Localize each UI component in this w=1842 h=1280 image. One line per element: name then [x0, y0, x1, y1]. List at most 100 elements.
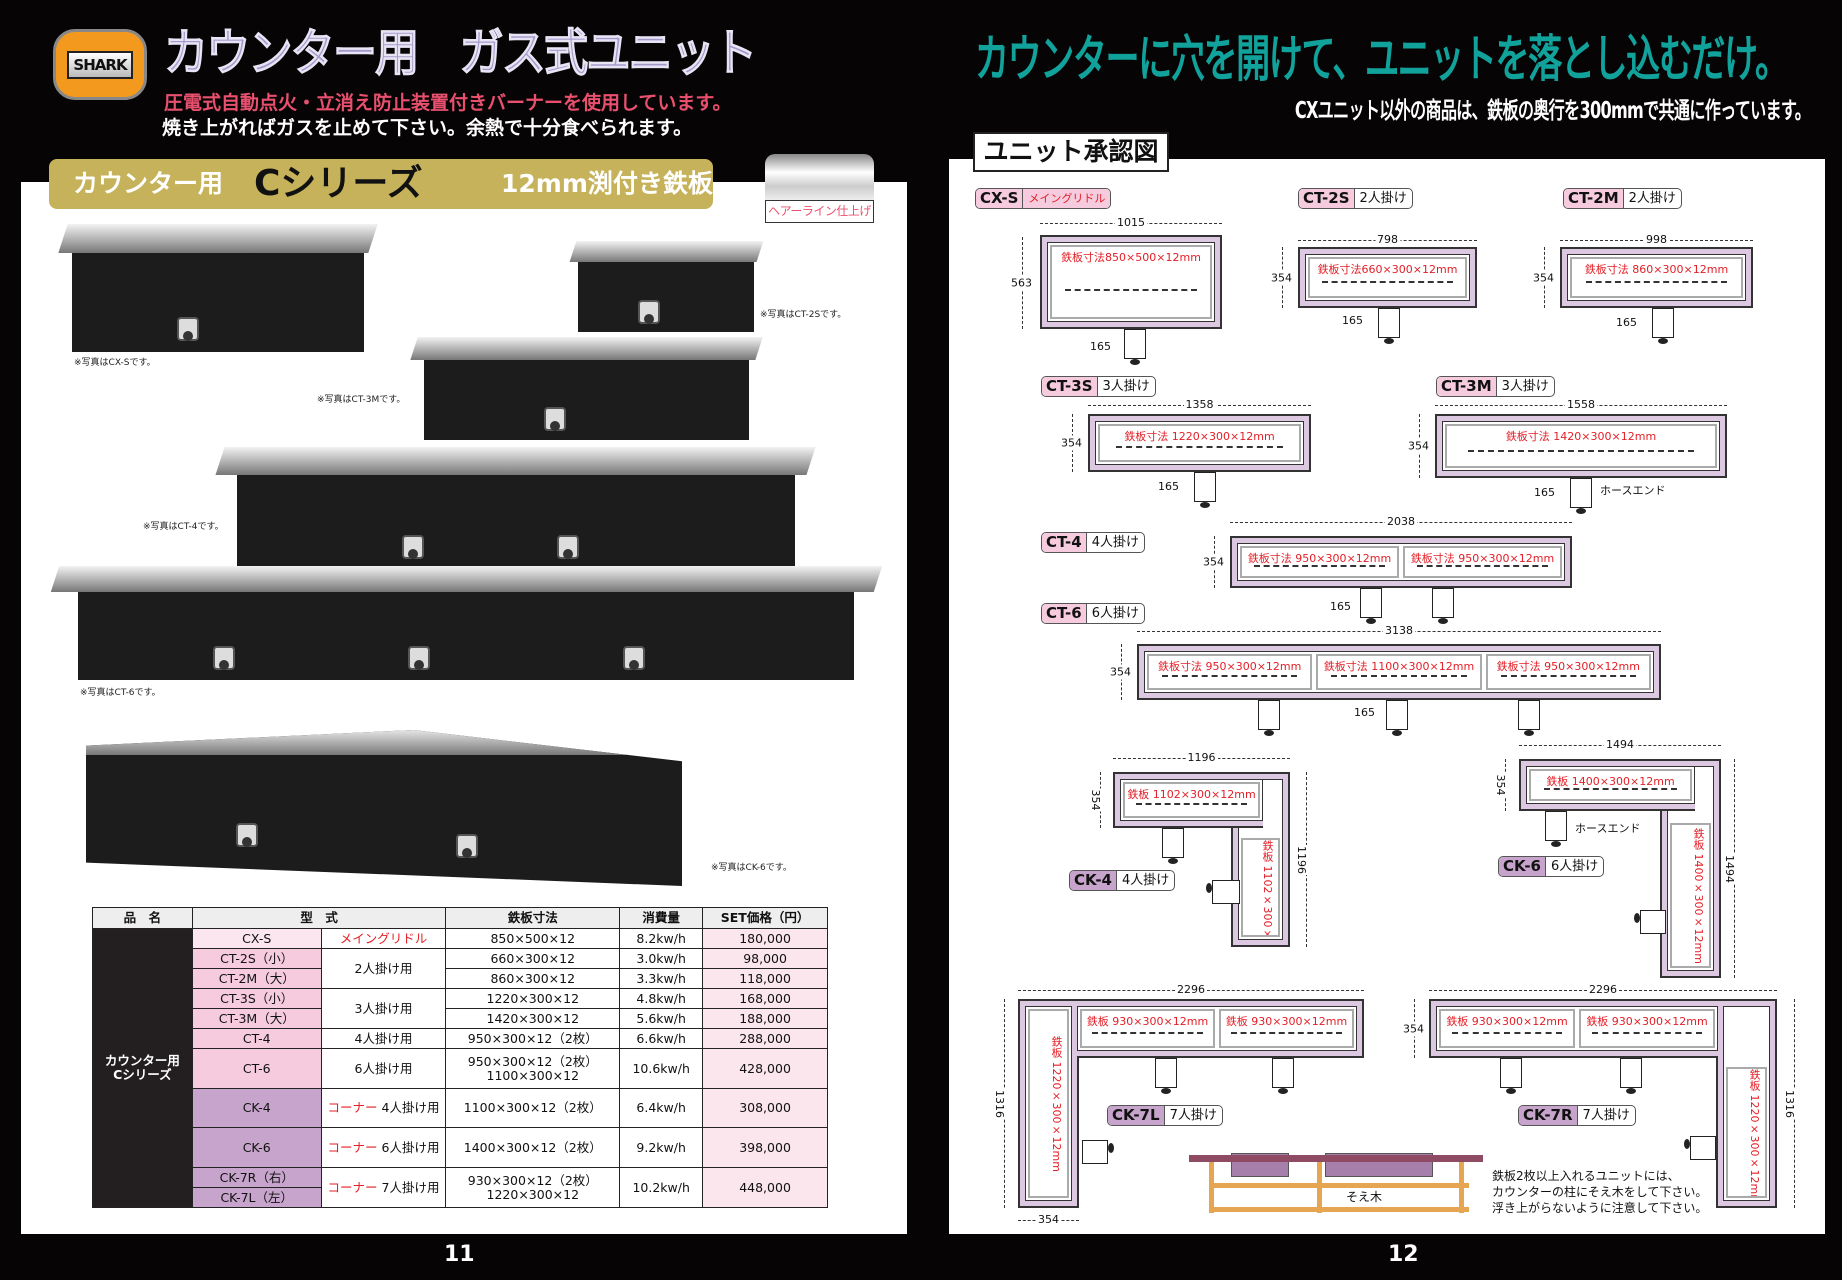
- gas: 3.0kw/h: [619, 948, 704, 969]
- unit-diagram-ck-6-horizontal: 鉄板 1400×300×12mm: [1519, 759, 1695, 811]
- tag-seats: 3人掛け: [1501, 379, 1549, 394]
- model: CK-6: [191, 1127, 322, 1168]
- header-model: 型 式: [191, 907, 447, 929]
- plate-label: 鉄板寸法 1420×300×12mm: [1445, 424, 1717, 468]
- plate: 930×300×12（2枚）: [467, 1172, 598, 1188]
- width-dimension: 2296: [1429, 983, 1777, 996]
- photo-ct-6: [50, 566, 882, 680]
- width-dimension: 1196: [1113, 751, 1290, 764]
- finish-swatch-image: [765, 154, 874, 200]
- use: 6人掛け用: [320, 1048, 447, 1089]
- price: 168,000: [702, 988, 828, 1009]
- plate-label: 鉄板 1220×300×12mm: [1028, 1009, 1069, 1198]
- length-dimension: 1494: [1723, 759, 1736, 978]
- plate-label: 鉄板寸法660×300×12mm: [1308, 257, 1467, 298]
- burner-icon: [1634, 910, 1666, 934]
- spec-table: 品 名 型 式 鉄板寸法 消費量 SET価格（円） カウンター用 Cシリーズ C…: [92, 907, 828, 1208]
- header-price: SET価格（円）: [702, 907, 828, 929]
- plate: 950×300×12（2枚）: [467, 1053, 598, 1069]
- photo-caption: ※写真はCT-6です。: [80, 688, 161, 698]
- depth-dimension: 563: [1011, 237, 1032, 329]
- price: 398,000: [702, 1127, 828, 1168]
- depth-dimension: 354: [1089, 772, 1102, 828]
- gas: 10.6kw/h: [619, 1048, 704, 1089]
- table-row: CK-7L（左）: [93, 1187, 828, 1208]
- burner-dimension: 165: [1330, 600, 1351, 613]
- photo-caption: ※写真はCT-4です。: [143, 522, 224, 532]
- dim-value: 354: [1036, 1213, 1061, 1226]
- dim-value: 354: [1271, 270, 1292, 285]
- gas: 6.4kw/h: [619, 1088, 704, 1128]
- dim-value: 1494: [1723, 853, 1736, 884]
- use-cell: コーナー 6人掛け用: [320, 1127, 447, 1168]
- plate-label: 鉄板 1220×300×12mm: [1726, 1067, 1767, 1198]
- hose-end-label: ホースエンド: [1575, 822, 1641, 835]
- burner-dimension: 165: [1534, 486, 1555, 499]
- price: 98,000: [702, 948, 828, 969]
- photo-caption: ※写真はCX-Sです。: [74, 358, 156, 368]
- table-row: CT-2S（小） 2人掛け用 660×300×12 3.0kw/h 98,000: [93, 948, 828, 989]
- tag-model: CT-4: [1042, 533, 1087, 552]
- width-dimension: 1358: [1088, 398, 1311, 411]
- burner-icon: [1570, 478, 1592, 514]
- corner-label: コーナー: [327, 1100, 378, 1116]
- usage-text: 焼き上がればガスを止めて下さい。余熱で十分食べられます。: [162, 117, 693, 139]
- unit-diagram-ct-3s: 鉄板寸法 1220×300×12mm: [1088, 414, 1311, 472]
- use-cell: コーナー 7人掛け用: [320, 1167, 447, 1208]
- page-number: 12: [1388, 1242, 1419, 1267]
- tag-model: CT-2S: [1299, 189, 1355, 208]
- depth-dimension: 354: [1018, 1213, 1079, 1226]
- use: 6人掛け用: [381, 1139, 440, 1155]
- table-header: 品 名 型 式 鉄板寸法 消費量 SET価格（円）: [92, 907, 828, 929]
- plate-label: 鉄板寸法 950×300×12mm: [1485, 654, 1651, 690]
- burner-icon: [1386, 700, 1408, 736]
- tag-seats: 7人掛け: [1582, 1108, 1630, 1123]
- dim-value: 1196: [1185, 751, 1218, 764]
- length-dimension: 1316: [993, 999, 1006, 1208]
- tag-seats: 6人掛け: [1091, 606, 1139, 621]
- tag-model: CT-3S: [1042, 377, 1098, 396]
- dim-value: 354: [1089, 788, 1102, 812]
- plate: 950×300×12（2枚）: [445, 1028, 621, 1049]
- installation-note: 鉄板2枚以上入れるユニットには、 カウンターの柱にそえ木をして下さい。 浮き上が…: [1492, 1169, 1708, 1215]
- page-title: カウンターに穴を開けて、ユニットを落とし込むだけ。: [975, 30, 1789, 88]
- shark-logo: SHARK: [53, 29, 147, 100]
- burner-icon: [1258, 700, 1280, 736]
- burner-icon: [1194, 472, 1216, 508]
- burner-icon: [1500, 1058, 1522, 1094]
- gas: 9.2kw/h: [619, 1127, 704, 1168]
- dim-value: 354: [1403, 1021, 1424, 1036]
- unit-diagram-ct-2s: 鉄板寸法660×300×12mm: [1298, 247, 1477, 308]
- width-dimension: 798: [1298, 233, 1477, 246]
- plate-label: 鉄板 1400×300×12mm: [1529, 769, 1692, 801]
- burner-dimension: 165: [1616, 316, 1637, 329]
- tag-seats: 7人掛け: [1169, 1108, 1217, 1123]
- price: 428,000: [702, 1048, 828, 1089]
- burner-icon: [1432, 588, 1454, 624]
- burner-icon: [1684, 1136, 1716, 1160]
- depth-dimension: 354: [1271, 247, 1292, 308]
- table-row: CT-3S（小） 3人掛け用 1220×300×12 4.8kw/h 168,0…: [93, 988, 828, 1029]
- use: メイングリドル: [320, 928, 447, 949]
- model: CT-6: [191, 1048, 322, 1089]
- plate-label: 鉄板 930×300×12mm: [1080, 1009, 1215, 1048]
- plate-2: 1100×300×12: [486, 1067, 580, 1083]
- tag-model: CK-6: [1499, 857, 1546, 876]
- width-dimension: 1558: [1435, 398, 1727, 411]
- width-dimension: 1015: [1040, 216, 1222, 229]
- tag-model: CT-6: [1042, 604, 1087, 623]
- unit-diagram-ct-2m: 鉄板寸法 860×300×12mm: [1560, 247, 1753, 308]
- depth-dimension: 354: [1494, 759, 1507, 811]
- dim-value: 798: [1375, 233, 1400, 246]
- width-dimension: 2038: [1230, 515, 1572, 528]
- gas: 3.3kw/h: [619, 968, 704, 989]
- plate-label: 鉄板寸法850×500×12mm: [1050, 245, 1212, 319]
- dim-value: 1015: [1115, 216, 1147, 229]
